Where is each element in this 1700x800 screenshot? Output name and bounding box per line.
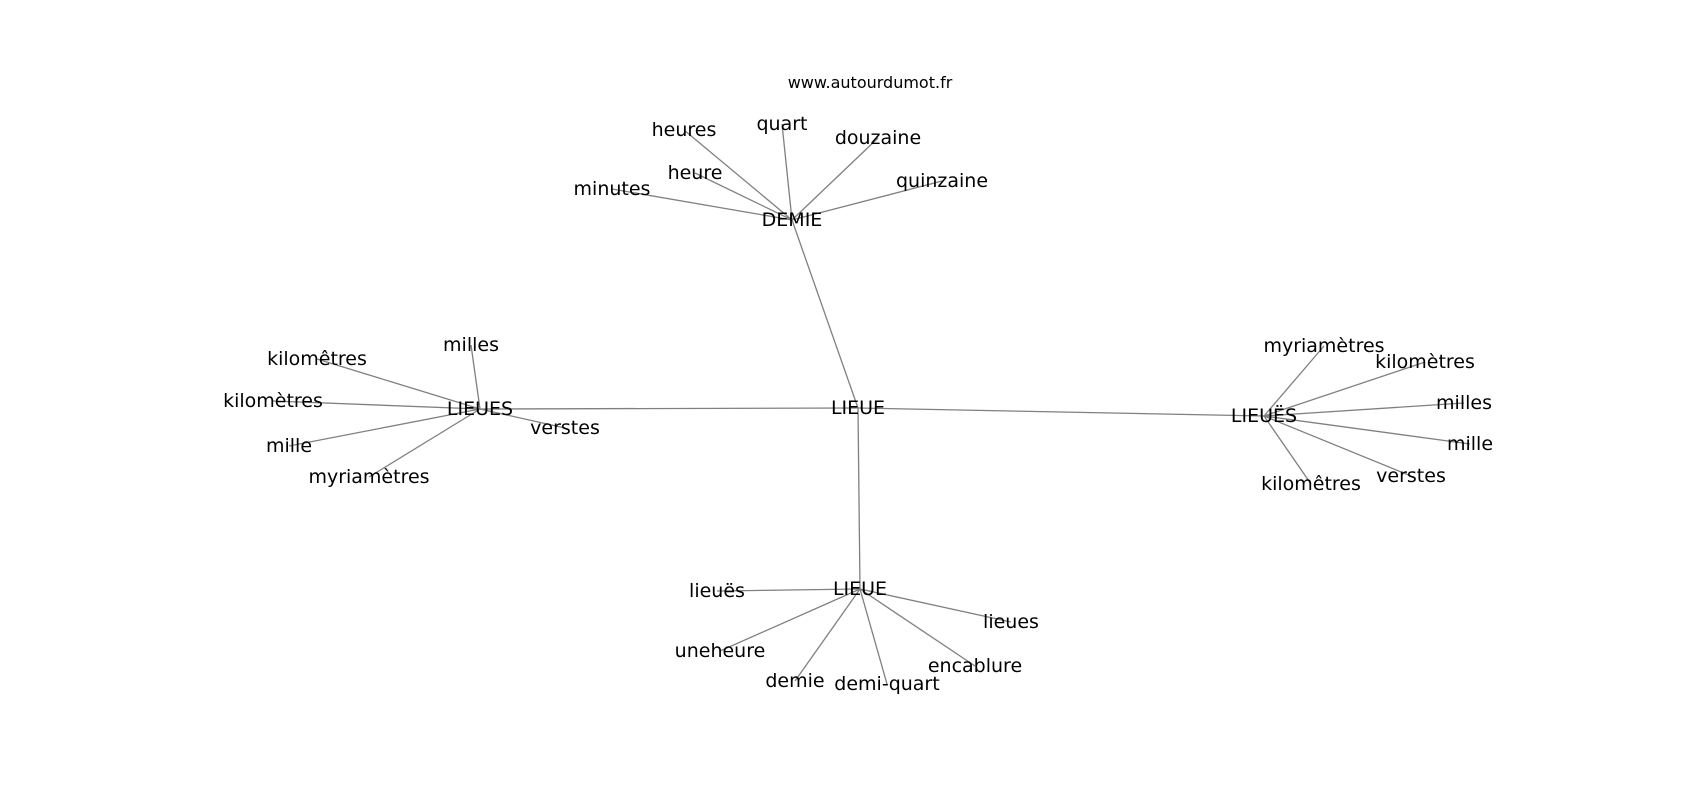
edge-lieue-hub-leaf-5: [859, 588, 888, 685]
edge-lieue-hub-leaf-0: [716, 588, 861, 592]
edge-lieues-hub-leaf-2: [272, 400, 481, 410]
lieue-hub-leaf-label: encablure: [928, 655, 1022, 677]
edge-lieues-trema-hub-leaf-3: [1263, 415, 1471, 445]
edge-lieues-trema-hub-leaf-1: [1263, 361, 1426, 417]
demie-hub-label: DEMIE: [762, 209, 823, 231]
edge-lieues-hub-leaf-3: [479, 408, 566, 429]
lieue-hub-leaf-label: demie: [765, 670, 824, 692]
lieues-hub-leaf-label: mille: [266, 435, 312, 457]
edge-center-lieues-trema-hub: [857, 407, 1265, 417]
edge-lieues-hub-leaf-0: [470, 344, 481, 410]
graph-labels: LIEUE DEMIE heures quart douzaine heure quinza…: [223, 113, 1493, 695]
lieues-hub-label: LIEUES: [447, 398, 513, 420]
edge-lieue-hub-leaf-3: [859, 588, 976, 667]
lieues-hub-leaf-label: kilomètres: [223, 390, 323, 412]
lieues-trema-hub-leaf-label: kilomêtres: [1261, 473, 1361, 495]
lieues-trema-hub-leaf-label: verstes: [1376, 465, 1446, 487]
demie-hub-leaf-label: quinzaine: [896, 170, 988, 192]
edge-lieue-hub-leaf-1: [859, 588, 1012, 623]
lieues-trema-hub-label: LIEUËS: [1231, 404, 1297, 427]
lieues-hub-leaf-label: milles: [443, 334, 499, 356]
edge-demie-hub-leaf-5: [611, 188, 793, 221]
edge-lieues-trema-hub-leaf-0: [1263, 345, 1325, 417]
center-node-label: LIEUE: [831, 397, 885, 419]
site-url-label: www.autourdumot.fr: [788, 73, 953, 92]
lieues-trema-hub-leaf-label: kilomètres: [1375, 351, 1475, 373]
edge-lieues-trema-hub-leaf-5: [1263, 415, 1312, 485]
demie-hub-leaf-label: heures: [652, 119, 717, 141]
demie-hub-leaf-label: heure: [668, 162, 723, 184]
demie-hub-leaf-label: quart: [756, 113, 807, 135]
edge-lieue-hub-leaf-4: [794, 588, 861, 682]
edge-lieues-trema-hub-leaf-4: [1263, 415, 1412, 477]
lieue-hub-leaf-label: lieuës: [689, 580, 745, 602]
lieues-trema-hub-leaf-label: milles: [1436, 392, 1492, 414]
lieues-trema-hub-leaf-label: myriamètres: [1263, 335, 1384, 357]
edge-center-lieue-hub: [857, 407, 861, 590]
edge-demie-hub-leaf-4: [791, 180, 943, 221]
edge-center-lieues-hub: [479, 407, 859, 410]
lieues-trema-hub-leaf-label: mille: [1447, 433, 1493, 455]
edge-lieues-trema-hub-leaf-2: [1263, 402, 1465, 417]
lieue-hub-leaf-label: lieues: [983, 611, 1039, 633]
lieues-hub-leaf-label: myriamètres: [308, 466, 429, 488]
edge-demie-hub-leaf-0: [683, 129, 793, 221]
graph-edges: [272, 123, 1471, 685]
edge-lieues-hub-leaf-4: [288, 408, 481, 447]
lieues-hub-leaf-label: kilomêtres: [267, 348, 367, 370]
edge-lieue-hub-leaf-2: [719, 588, 861, 652]
edge-lieues-hub-leaf-1: [316, 358, 481, 410]
edge-center-demie-hub: [791, 219, 859, 409]
lieue-hub-label: LIEUE: [833, 578, 887, 600]
demie-hub-leaf-label: minutes: [574, 178, 651, 200]
demie-hub-leaf-label: douzaine: [835, 127, 921, 149]
edge-demie-hub-leaf-1: [781, 123, 793, 221]
lieue-hub-leaf-label: demi-quart: [834, 673, 939, 695]
edge-demie-hub-leaf-3: [694, 172, 793, 221]
edge-lieues-hub-leaf-5: [368, 408, 481, 478]
lieue-hub-leaf-label: uneheure: [675, 640, 766, 662]
lieues-hub-leaf-label: verstes: [530, 417, 600, 439]
edge-demie-hub-leaf-2: [791, 137, 879, 221]
